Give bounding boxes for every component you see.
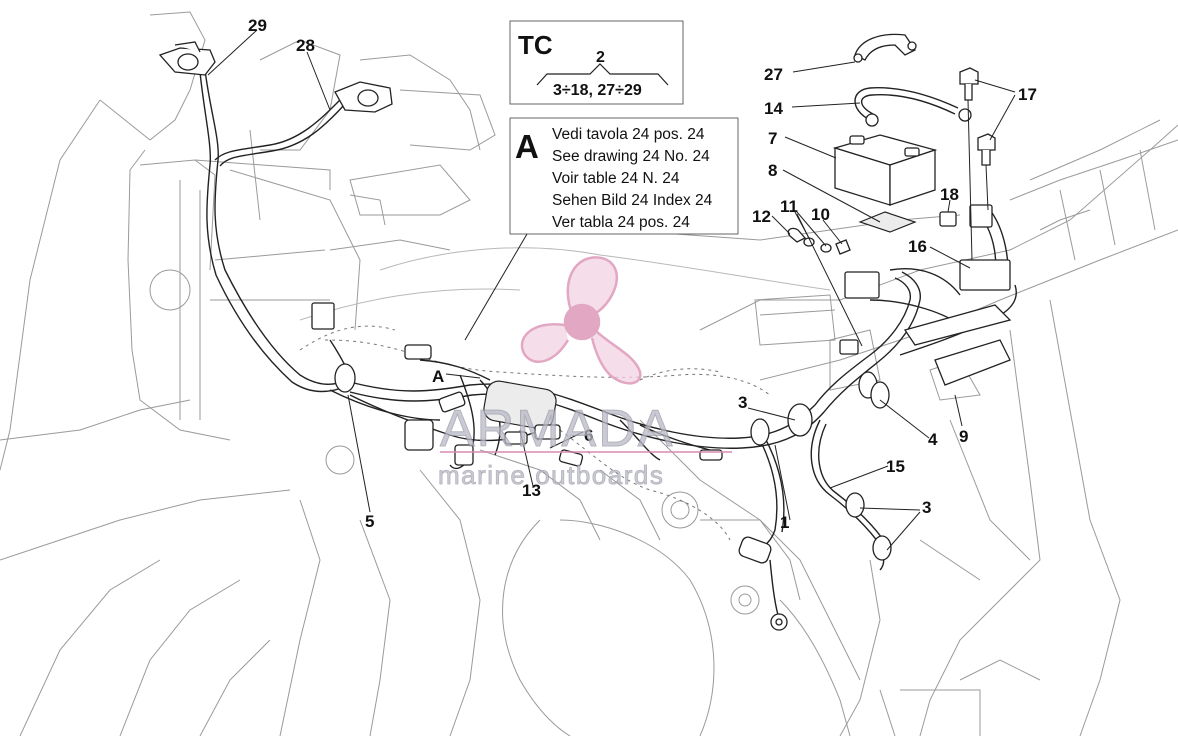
part-14-cable: [854, 87, 972, 127]
callout-A: A: [432, 367, 444, 386]
callout-11: 11: [780, 197, 798, 216]
tc-range: 3÷18, 27÷29: [553, 82, 642, 99]
part-7-battery: [832, 134, 938, 206]
callout-3-top: 3: [738, 393, 747, 412]
note-line-5: Ver tabla 24 pos. 24: [552, 214, 690, 231]
propeller-logo-icon: [520, 256, 642, 385]
callout-27: 27: [764, 65, 783, 84]
callout-29: 29: [248, 16, 267, 35]
watermark-tagline: marine outboards: [438, 460, 664, 490]
callout-6: 6: [584, 426, 593, 445]
callout-7: 7: [768, 129, 777, 148]
note-line-3: Voir table 24 N. 24: [552, 170, 680, 187]
dotted-secondary-cable: [299, 325, 771, 541]
callout-1: 1: [780, 513, 789, 532]
tc-top-number: 2: [596, 49, 605, 66]
callout-13: 13: [522, 481, 541, 500]
callout-14: 14: [764, 99, 783, 118]
callout-15: 15: [886, 457, 905, 476]
part-27-strap: [853, 33, 917, 63]
note-line-1: Vedi tavola 24 pos. 24: [552, 126, 705, 143]
callout-8: 8: [768, 161, 777, 180]
main-harness-1: [311, 204, 1017, 631]
callout-4: 4: [928, 430, 938, 449]
callout-18: 18: [940, 185, 959, 204]
callout-28: 28: [296, 36, 315, 55]
callout-labels: 29 28 27 14 7 8 17 18 12 11 10 16 A 3 6 …: [248, 16, 1037, 532]
note-line-4: Sehen Bild 24 Index 24: [552, 192, 713, 209]
callout-10: 10: [811, 205, 830, 224]
part-18-relay: [939, 211, 957, 227]
note-box: A Vedi tavola 24 pos. 24 See drawing 24 …: [464, 117, 739, 341]
note-letter: A: [515, 128, 539, 165]
callout-16: 16: [908, 237, 927, 256]
callout-3-bottom: 3: [922, 498, 931, 517]
part-9-bracket: [903, 304, 1012, 386]
frame-outline: [0, 11, 1178, 737]
watermark: ARMADA marine outboards: [438, 256, 732, 490]
tc-title: TC: [518, 30, 553, 60]
callout-12: 12: [752, 207, 771, 226]
callout-5: 5: [365, 512, 374, 531]
hardware-10-11-12: [787, 227, 851, 255]
harness-branch-29: [158, 41, 351, 393]
watermark-brand: ARMADA: [440, 400, 674, 458]
note-line-2: See drawing 24 No. 24: [552, 148, 710, 165]
part-8-pad: [858, 211, 917, 233]
tc-box: TC 2 3÷18, 27÷29: [509, 20, 684, 105]
harness-branch-28: [214, 81, 393, 167]
callout-17: 17: [1018, 85, 1037, 104]
callout-9: 9: [959, 427, 968, 446]
leader-lines: [207, 29, 1016, 551]
part-17-screws: [959, 67, 996, 261]
